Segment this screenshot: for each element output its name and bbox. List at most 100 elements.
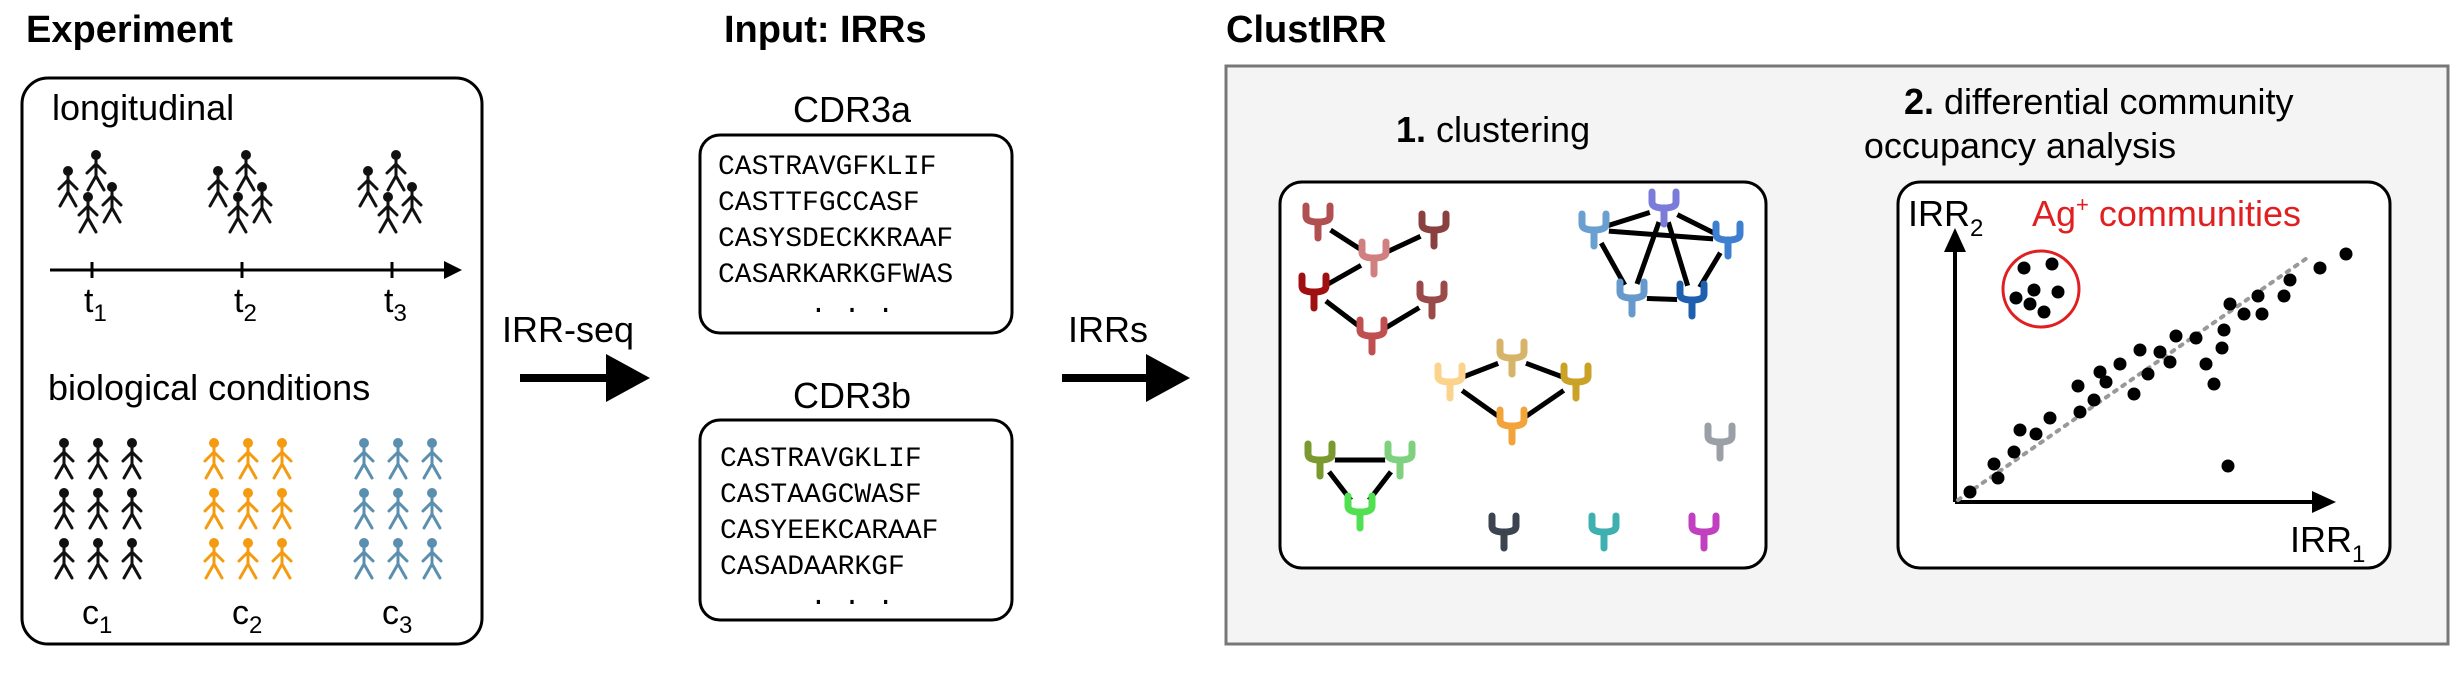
cdr3b-seq-3: CASYEEKCARAAF — [720, 516, 938, 547]
plot-dot-28 — [2283, 273, 2297, 287]
plot-dot-37 — [2009, 291, 2023, 305]
plot-dot-22 — [2217, 323, 2231, 337]
receptor-icon-18 — [1344, 492, 1376, 532]
receptor-icon-1 — [1302, 202, 1334, 242]
plot-dot-14 — [2127, 387, 2141, 401]
step2-heading-line1: 2.differential community — [1904, 81, 2294, 122]
receptor-icon-7 — [1578, 210, 1610, 250]
condition-person-3-8 — [387, 538, 409, 580]
plot-dot-27 — [2251, 289, 2265, 303]
longitudinal-person-3-4 — [401, 182, 423, 224]
condition-person-3-4 — [353, 488, 375, 530]
condition-person-2-2 — [237, 438, 259, 480]
condition-label-1: c1 — [82, 594, 112, 639]
receptor-icon-11 — [1676, 280, 1708, 320]
plot-dot-26 — [2255, 307, 2269, 321]
longitudinal-person-2-1 — [207, 166, 229, 208]
receptor-icon-13 — [1496, 338, 1528, 378]
condition-label-3: c3 — [382, 594, 412, 639]
plot-dot-7 — [2043, 411, 2057, 425]
condition-person-2-9 — [271, 538, 293, 580]
plot-dot-11 — [2099, 375, 2113, 389]
plot-dot-35 — [2045, 257, 2059, 271]
plot-dot-9 — [2087, 393, 2101, 407]
plot-dot-38 — [2051, 285, 2065, 299]
condition-person-2-7 — [203, 538, 225, 580]
condition-person-2-8 — [237, 538, 259, 580]
condition-person-1-2 — [87, 438, 109, 480]
timeline-arrowhead — [444, 261, 462, 279]
plot-dot-25 — [2223, 297, 2237, 311]
condition-person-1-7 — [53, 538, 75, 580]
receptor-icon-10 — [1616, 278, 1648, 318]
experiment-title: Experiment — [26, 9, 233, 51]
receptor-icon-17 — [1384, 440, 1416, 480]
plot-dot-16 — [2133, 343, 2147, 357]
plot-dot-4 — [2007, 445, 2021, 459]
cdr3a-seq-2: CASTTFGCCASF — [718, 188, 920, 219]
receptor-icon-6 — [1356, 316, 1388, 356]
longitudinal-person-1-3 — [77, 192, 99, 234]
cluster-edge-11 — [1661, 207, 1695, 301]
longitudinal-person-1-2 — [85, 150, 107, 192]
plot-dot-12 — [2093, 365, 2107, 379]
receptor-icon-3 — [1418, 210, 1450, 250]
receptor-icon-9 — [1712, 220, 1744, 260]
cdr3b-ellipsis: . . . — [810, 582, 894, 613]
cdr3a-seq-1: CASTRAVGFKLIF — [718, 152, 936, 183]
plot-dot-36 — [2027, 283, 2041, 297]
step2-heading-line2: occupancy analysis — [1864, 125, 2176, 166]
receptor-icon-15 — [1496, 406, 1528, 446]
plot-dot-31 — [2339, 247, 2353, 261]
longitudinal-person-2-4 — [251, 182, 273, 224]
cdr3b-seq-1: CASTRAVGKLIF — [720, 444, 922, 475]
experiment-box — [20, 76, 484, 646]
plot-dot-13 — [2113, 357, 2127, 371]
longitudinal-person-2-3 — [227, 192, 249, 234]
plot-dot-19 — [2169, 329, 2183, 343]
time-label-1: t1 — [84, 282, 107, 327]
condition-person-2-3 — [271, 438, 293, 480]
longitudinal-person-3-2 — [385, 150, 407, 192]
ag-community-circle — [2001, 249, 2081, 329]
cdr3b-box — [698, 418, 1014, 622]
cluster-edge-12 — [1593, 227, 1729, 243]
condition-person-1-4 — [53, 488, 75, 530]
plot-xlabel: IRR1 — [2290, 519, 2365, 568]
plot-dot-20 — [2189, 331, 2203, 345]
plot-diagonal-trend — [1956, 254, 2312, 502]
plot-dot-6 — [2013, 423, 2027, 437]
cdr3a-ellipsis: . . . — [810, 290, 894, 321]
condition-person-1-1 — [53, 438, 75, 480]
receptor-icon-20 — [1488, 512, 1520, 552]
input-title: Input: IRRs — [724, 9, 927, 51]
longitudinal-person-1-1 — [57, 166, 79, 208]
ag-communities-label: Ag+ communities — [2032, 192, 2301, 234]
time-label-3: t3 — [384, 282, 407, 327]
receptor-icon-2 — [1358, 238, 1390, 278]
plot-dot-2 — [1991, 471, 2005, 485]
time-label-2: t2 — [234, 282, 257, 327]
condition-label-2: c2 — [232, 594, 262, 639]
plot-dot-15 — [2141, 367, 2155, 381]
condition-person-3-5 — [387, 488, 409, 530]
condition-person-1-6 — [121, 488, 143, 530]
plot-dot-10 — [2071, 379, 2085, 393]
longitudinal-person-3-3 — [377, 192, 399, 234]
condition-person-3-1 — [353, 438, 375, 480]
conditions-label: biological conditions — [48, 367, 370, 408]
longitudinal-label: longitudinal — [52, 87, 234, 128]
condition-person-3-7 — [353, 538, 375, 580]
arrow1-head — [606, 354, 650, 402]
receptor-icon-4 — [1298, 272, 1330, 312]
plot-y-arrowhead — [1944, 228, 1966, 252]
receptor-icon-16 — [1304, 440, 1336, 480]
arrow2-head — [1146, 354, 1190, 402]
plot-dot-24 — [2237, 307, 2251, 321]
plot-ylabel: IRR2 — [1908, 193, 1983, 242]
condition-person-1-5 — [87, 488, 109, 530]
cluster-edge-13 — [1629, 207, 1667, 299]
cdr3a-seq-3: CASYSDECKKRAAF — [718, 224, 953, 255]
receptor-icon-8 — [1648, 188, 1680, 228]
receptor-icon-22 — [1688, 512, 1720, 552]
